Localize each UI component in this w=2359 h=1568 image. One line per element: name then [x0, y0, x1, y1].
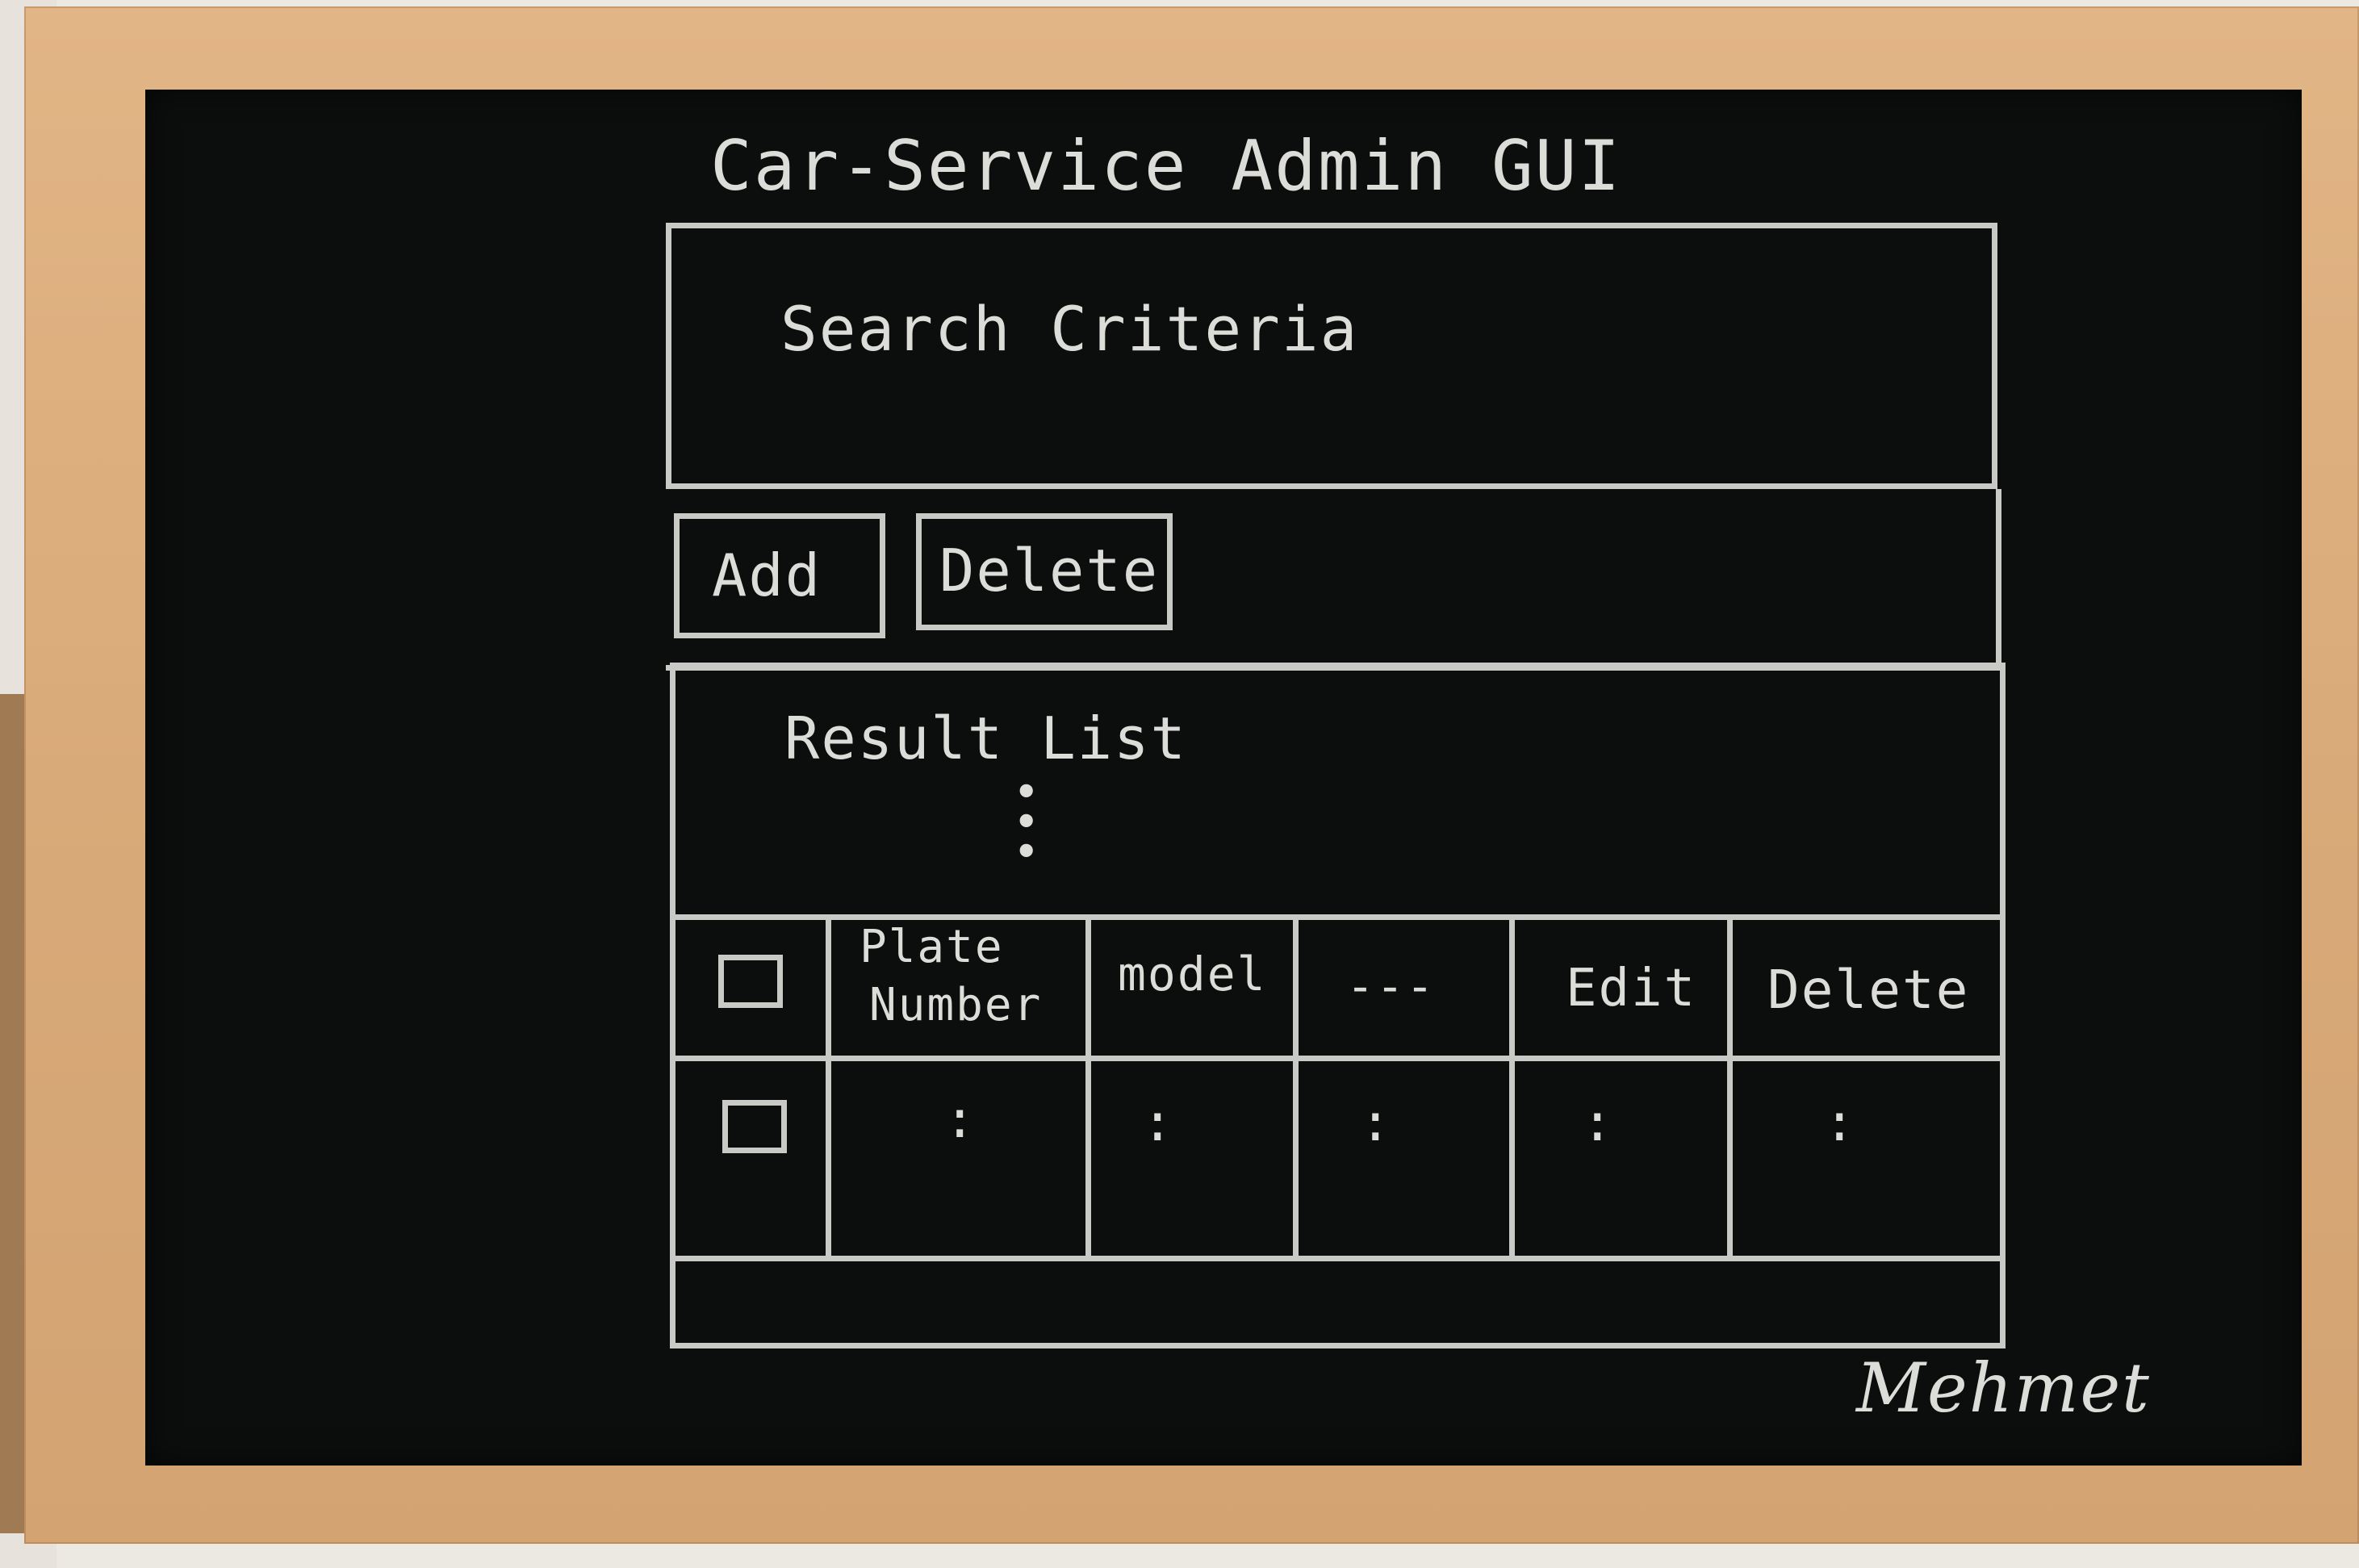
chalkboard: Car-Service Admin GUI Search Criteria Ad… — [145, 90, 2302, 1466]
table-col-divider — [1085, 914, 1091, 1261]
header-edit: Edit — [1566, 959, 1697, 1018]
result-list-label: Result List — [784, 705, 1187, 772]
result-table: Plate Number model --- Edit Delete : : :… — [670, 914, 2006, 1261]
table-col-divider — [826, 914, 831, 1261]
search-criteria-label: Search Criteria — [780, 293, 1359, 365]
signature: Mehmet — [1856, 1348, 2151, 1428]
wooden-frame: Car-Service Admin GUI Search Criteria Ad… — [24, 6, 2359, 1544]
delete-button-label: Delete — [939, 537, 1160, 604]
header-model: model — [1118, 947, 1267, 1001]
row-cell-more: : — [1360, 1093, 1393, 1153]
header-plate-line1: Plate — [860, 921, 1004, 973]
table-col-divider — [1293, 914, 1299, 1261]
page-title: Car-Service Admin GUI — [710, 126, 1622, 207]
result-list-panel: Result List ••• — [670, 663, 2006, 1348]
row-cell-edit: : — [1582, 1093, 1615, 1153]
row-cell-plate-number: : — [944, 1090, 977, 1150]
table-header-top-border — [670, 914, 2006, 920]
add-button[interactable]: Add — [674, 513, 885, 638]
table-bottom-border — [670, 1256, 2006, 1261]
search-criteria-panel[interactable]: Search Criteria — [666, 223, 1997, 489]
delete-button[interactable]: Delete — [916, 513, 1173, 630]
table-header-bottom-border — [670, 1056, 2006, 1061]
row-cell-model: : — [1142, 1093, 1175, 1153]
header-plate-line2: Number — [869, 979, 1043, 1031]
ellipsis-vertical-icon: ••• — [1014, 770, 1039, 873]
select-all-checkbox[interactable] — [718, 955, 783, 1008]
row-checkbox[interactable] — [722, 1100, 787, 1153]
header-more-columns: --- — [1346, 959, 1436, 1014]
header-plate-number: Plate Number — [860, 918, 1042, 1035]
table-col-divider — [1727, 914, 1733, 1261]
add-button-label: Add — [712, 541, 822, 609]
table-col-divider — [1509, 914, 1515, 1261]
row-cell-delete: : — [1824, 1093, 1857, 1153]
header-delete: Delete — [1767, 959, 1970, 1021]
